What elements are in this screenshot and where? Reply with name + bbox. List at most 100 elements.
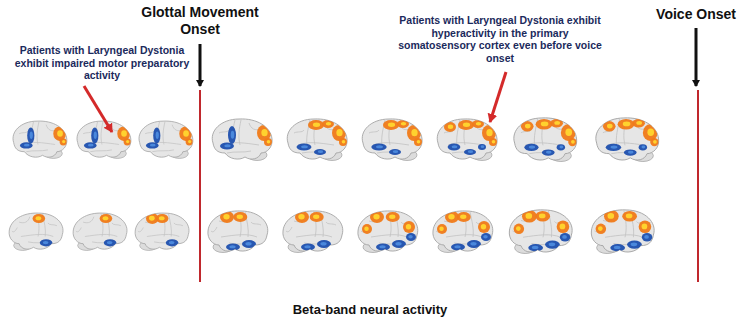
activity-blob: [528, 244, 543, 251]
gyri: [76, 214, 121, 244]
activity-map: [297, 120, 347, 155]
activity-blob: [60, 138, 67, 145]
activity-blob: [550, 119, 563, 127]
activity-blob: [560, 233, 571, 241]
brain-view: [73, 213, 127, 250]
gyrus-line: [21, 234, 53, 236]
activity-blob: [313, 214, 319, 219]
gyrus-line: [296, 235, 332, 237]
activity-blob: [237, 214, 243, 219]
activity-blob: [463, 122, 470, 127]
gyrus-line: [12, 228, 17, 232]
activity-blob: [297, 144, 312, 151]
activity-blob: [91, 127, 98, 143]
activity-blob: [395, 242, 401, 246]
activity-blob: [226, 244, 240, 251]
activity-blob: [104, 239, 117, 246]
activity-blob: [107, 241, 113, 244]
activity-blob: [153, 127, 160, 143]
activity-blob: [489, 138, 497, 146]
brain-view: [591, 210, 654, 254]
activity-blob: [624, 149, 637, 155]
pointer-arrow: [695, 28, 698, 86]
gyrus-line: [221, 235, 257, 237]
brain-surface: [596, 118, 659, 160]
gyrus-line: [19, 131, 28, 134]
pointer-arrow: [199, 44, 202, 86]
activity-blob: [642, 224, 648, 230]
gyrus-line: [26, 150, 48, 152]
activity-blob: [406, 233, 416, 241]
activity-blob: [562, 235, 567, 239]
brain-view: [135, 213, 189, 250]
activity-blob: [383, 120, 399, 130]
activity-blob: [364, 226, 369, 231]
activity-blob: [454, 245, 460, 248]
activity-blob: [476, 122, 481, 126]
activity-blob: [242, 240, 256, 248]
activity-blob: [483, 235, 488, 239]
gyrus-line: [326, 222, 336, 225]
gyrus-line: [227, 151, 251, 153]
gyrus-line: [90, 150, 112, 152]
activity-blob: [386, 212, 400, 222]
activity-blob: [159, 216, 165, 220]
event-label: Voice Onset: [656, 6, 736, 23]
activity-map: [362, 211, 416, 251]
gyrus-line: [19, 217, 30, 223]
activity-blob: [492, 140, 496, 144]
activity-blob: [542, 149, 555, 155]
activity-blob: [166, 239, 179, 246]
activity-blob: [408, 235, 413, 239]
brain-surface: [433, 211, 493, 251]
activity-blob: [460, 214, 466, 219]
activity-blob: [43, 241, 49, 244]
gyrus-line: [147, 234, 179, 236]
gyrus-line: [219, 130, 229, 133]
brain-surface: [9, 213, 63, 249]
activity-map: [20, 127, 67, 149]
activity-blob: [604, 210, 619, 223]
activity-blob: [481, 233, 491, 241]
activity-blob: [653, 140, 657, 144]
event-label: Glottal Movement Onset: [120, 4, 280, 38]
activity-blob: [320, 242, 326, 246]
gyrus-line: [211, 227, 217, 232]
activity-blob: [560, 224, 566, 230]
activity-blob: [339, 138, 347, 146]
activity-blob: [298, 214, 304, 219]
callout-arrow: [84, 86, 112, 132]
activity-blob: [88, 144, 94, 147]
brain-surface: [287, 119, 347, 159]
activity-blob: [536, 119, 553, 130]
brain-view: [13, 121, 67, 158]
activity-blob: [532, 246, 539, 249]
activity-blob: [261, 129, 267, 136]
activity-blob: [186, 138, 193, 145]
activity-blob: [336, 129, 342, 136]
activity-blob: [631, 242, 638, 246]
activity-blob: [596, 224, 607, 235]
activity-map: [444, 120, 497, 155]
activity-blob: [452, 145, 458, 148]
activity-blob: [245, 242, 251, 246]
activity-blob: [126, 140, 129, 143]
activity-blob: [610, 244, 625, 251]
activity-blob: [514, 224, 525, 235]
activity-blob: [644, 235, 649, 239]
brain-surface: [283, 211, 343, 251]
activity-blob: [557, 144, 565, 150]
activity-blob: [627, 240, 642, 248]
gyrus-line: [28, 242, 50, 244]
activity-blob: [322, 120, 334, 128]
gyrus-line: [605, 235, 643, 237]
brain-view: [139, 121, 193, 158]
activity-map: [603, 119, 659, 156]
gyrus-line: [145, 131, 154, 134]
brain-surface: [13, 121, 67, 157]
gyrus-line: [83, 131, 92, 134]
activity-blob: [24, 144, 30, 147]
activity-blob: [27, 127, 34, 143]
activity-blob: [183, 130, 189, 136]
activity-map: [220, 211, 256, 251]
